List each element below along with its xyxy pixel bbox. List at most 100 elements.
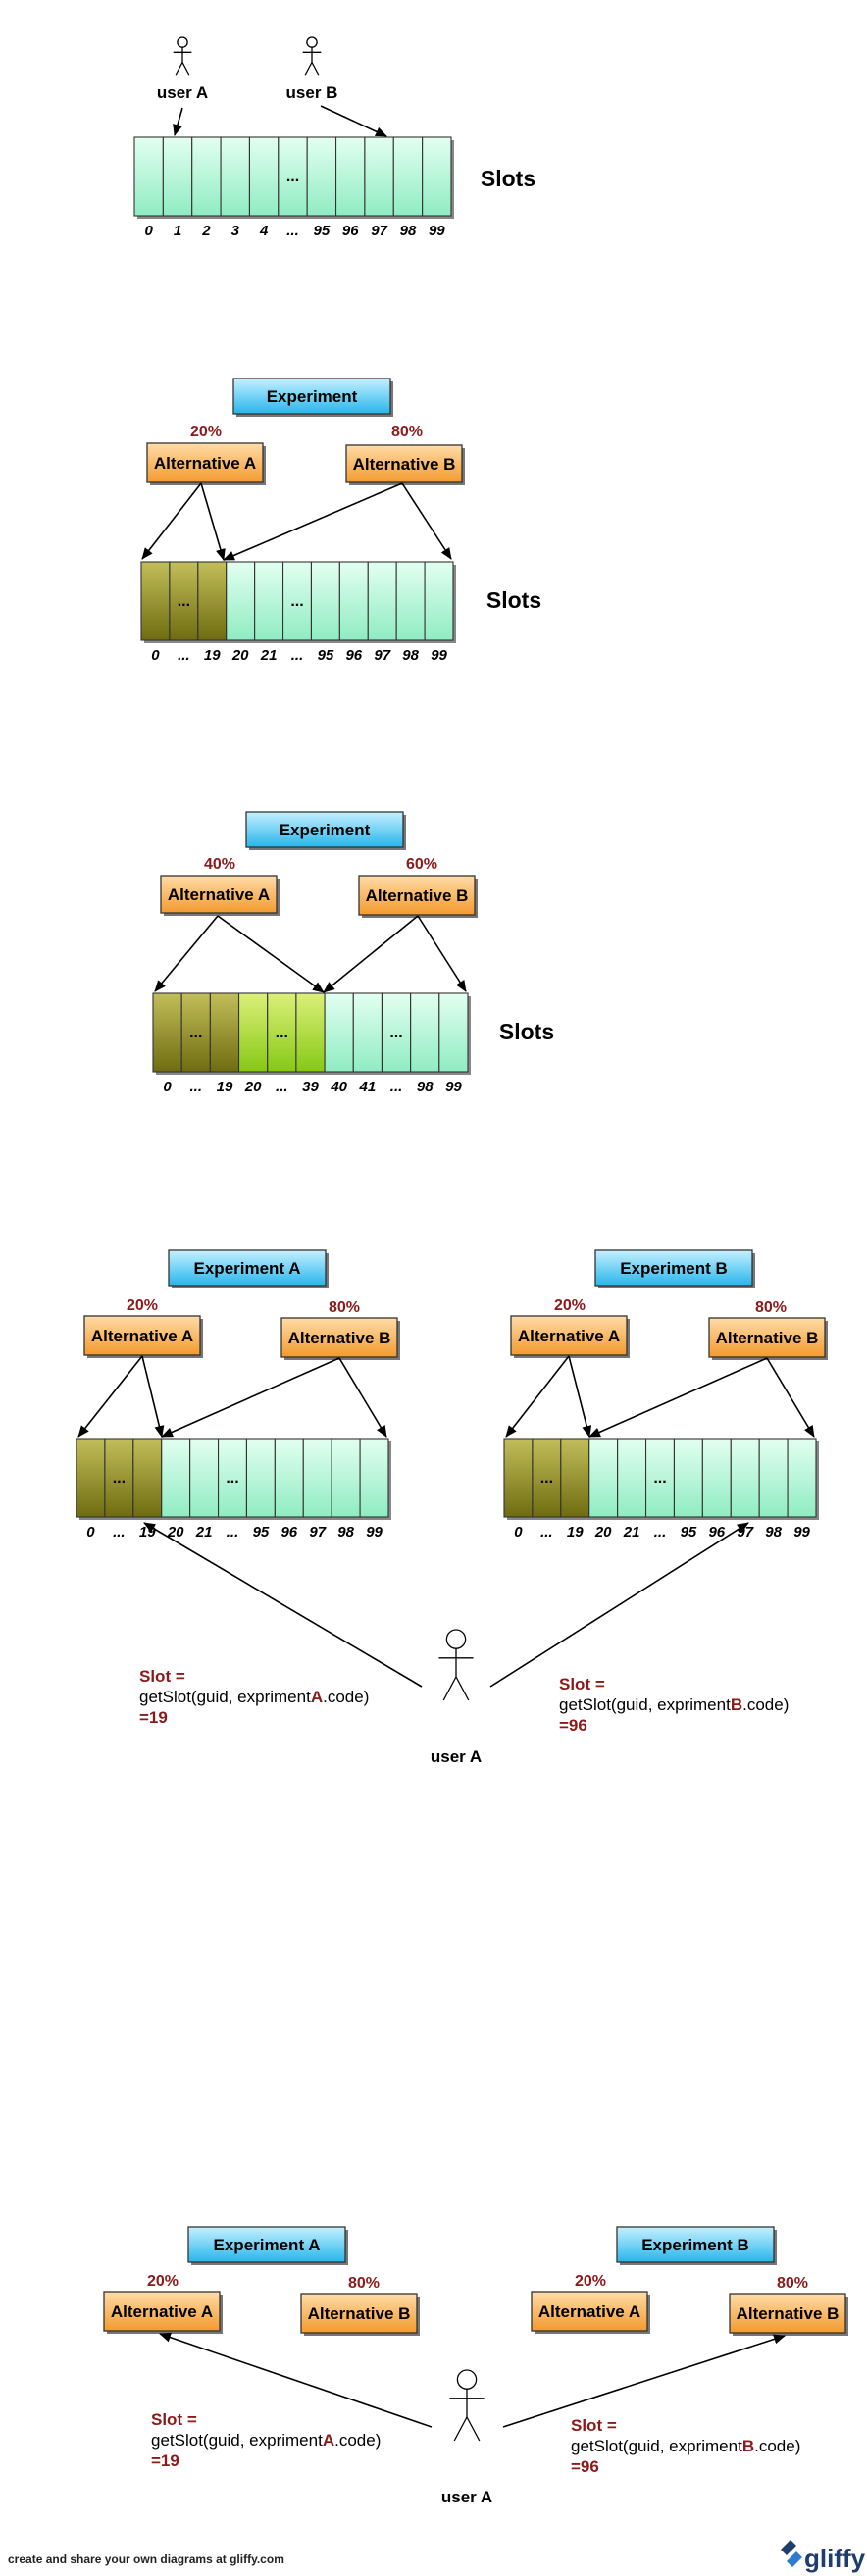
- slot-cell: [152, 992, 182, 1073]
- slot-cell: [217, 1438, 248, 1518]
- slot-cell: [162, 136, 193, 217]
- actor-right-leg: [455, 1676, 470, 1701]
- slot-cell: [588, 1438, 619, 1518]
- arrow-user-b-to-slot: [320, 105, 387, 137]
- alternative-a-box-label: Alternative A: [538, 2302, 640, 2321]
- slot-index-label: 21: [195, 1524, 213, 1541]
- gliffy-brand: gliffy: [804, 2544, 866, 2573]
- formula-slot-label: Slot =: [571, 2416, 617, 2435]
- slot-cell: [410, 992, 440, 1073]
- slot-formula: Slot =getSlot(guid, exprimentB.code)=96: [559, 1675, 789, 1735]
- experiment-b-panel: Experiment B20%Alternative A80%Alternati…: [531, 2226, 848, 2476]
- alternative-b-box-group: Alternative B: [345, 444, 465, 485]
- slot-index-label: 20: [594, 1524, 612, 1541]
- slot-index-label: 97: [309, 1524, 326, 1541]
- slot-cell: [306, 136, 337, 217]
- formula-result: =19: [151, 2451, 179, 2470]
- actor-right-leg: [181, 62, 190, 76]
- arrow-alt-a-left: [141, 482, 202, 560]
- slot-cell: [424, 561, 454, 641]
- slot-cell: [758, 1438, 789, 1518]
- arrow-alt-b-right: [401, 482, 452, 560]
- alternative-a-box-label: Alternative A: [154, 454, 256, 473]
- experiment-box-label: Experiment B: [620, 1259, 728, 1278]
- slot-index-label: 4: [259, 223, 269, 239]
- experiment-box-group: Experiment A: [168, 1249, 329, 1288]
- slot-formula: Slot =getSlot(guid, exprimentB.code)=96: [571, 2416, 800, 2476]
- slot-cell-ellipsis: ...: [290, 593, 303, 610]
- alternative-a-box-group: Alternative A: [146, 442, 266, 485]
- formula-call-suffix: .code): [334, 2431, 381, 2450]
- slot-index-label: 97: [374, 647, 390, 664]
- arrow-alt-a-right: [200, 482, 226, 561]
- user-b-actor: [302, 36, 322, 76]
- actor-left-leg: [304, 62, 313, 76]
- slot-index-label: 99: [366, 1524, 382, 1541]
- slot-index-label: 99: [429, 223, 445, 239]
- slot-cell-ellipsis: ...: [286, 169, 299, 185]
- alt-b-percent: 60%: [406, 856, 437, 873]
- alt-a-percent: 20%: [190, 424, 222, 440]
- slot-cell: [787, 1438, 817, 1518]
- alternative-b-box-group: Alternative B: [729, 2293, 848, 2336]
- alt-b-percent: 80%: [391, 424, 423, 440]
- slot-cell-ellipsis: ...: [653, 1470, 666, 1487]
- arrow-alt-a-right: [217, 915, 325, 993]
- alternative-b-box-label: Alternative B: [366, 886, 469, 905]
- arrow-user-a-to-slot: [173, 107, 183, 136]
- slot-index-label: 96: [345, 647, 362, 664]
- actor-head: [445, 1629, 467, 1649]
- experiment-box-group: Experiment B: [616, 2226, 777, 2265]
- arrow-alt-a-left: [505, 1355, 570, 1438]
- gliffy-logo-mark: [787, 2551, 802, 2567]
- arrow-alt-a-right: [141, 1355, 165, 1438]
- slot-cell: [367, 561, 397, 641]
- alternative-a-box-label: Alternative A: [168, 885, 270, 904]
- slot-cell: [324, 992, 354, 1073]
- arrow-alt-b-left: [223, 482, 403, 561]
- alternative-a-box-group: Alternative A: [510, 1315, 630, 1358]
- formula-result: =96: [571, 2457, 599, 2476]
- actor-left-leg: [175, 62, 183, 76]
- arrow-alt-a-left: [77, 1355, 143, 1438]
- user-b-label: user B: [286, 83, 338, 102]
- slot-cell: [392, 136, 424, 217]
- alt-b-percent: 80%: [755, 1299, 787, 1316]
- arrow-alt-a-right: [568, 1355, 592, 1438]
- arrow-alt-b-left: [161, 1357, 340, 1438]
- slot-index-label: 19: [204, 647, 221, 664]
- slot-cell: [133, 136, 164, 217]
- slot-index-label: 98: [400, 223, 417, 239]
- user-a-actor: [438, 1629, 474, 1701]
- slot-index-label: 3: [231, 223, 240, 239]
- slot-index-label: 19: [217, 1079, 233, 1095]
- formula-call: getSlot(guid, exprimentB.code): [559, 1695, 789, 1714]
- formula-call-prefix: getSlot(guid, expriment: [151, 2431, 323, 2450]
- alternative-a-box: [83, 1315, 201, 1356]
- slot-index-label: ...: [540, 1524, 553, 1541]
- slot-index-label: 2: [201, 223, 211, 239]
- slot-cell: [180, 992, 211, 1073]
- gliffy-logo-mark: [781, 2540, 796, 2555]
- slot-cell: [422, 136, 452, 217]
- alt-a-percent: 40%: [204, 856, 235, 873]
- slot-index-label: 97: [737, 1524, 753, 1541]
- slot-index-label: 0: [151, 647, 160, 664]
- alternative-a-box-group: Alternative A: [83, 1315, 203, 1358]
- footer-text: create and share your own diagrams at gl…: [8, 2552, 284, 2566]
- experiment-box-label: Experiment A: [214, 2236, 321, 2254]
- alternative-b-box-group: Alternative B: [708, 1317, 828, 1360]
- formula-call-key: A: [311, 1688, 323, 1706]
- slot-cell: [438, 992, 469, 1073]
- slot-index-label: 19: [567, 1524, 584, 1541]
- actor-head: [177, 36, 188, 48]
- slot-cell: [617, 1438, 647, 1518]
- slot-index-label: 21: [623, 1524, 640, 1541]
- arrow-user-to-alt-a: [159, 2332, 433, 2428]
- experiment-box-group: Experiment: [245, 811, 406, 850]
